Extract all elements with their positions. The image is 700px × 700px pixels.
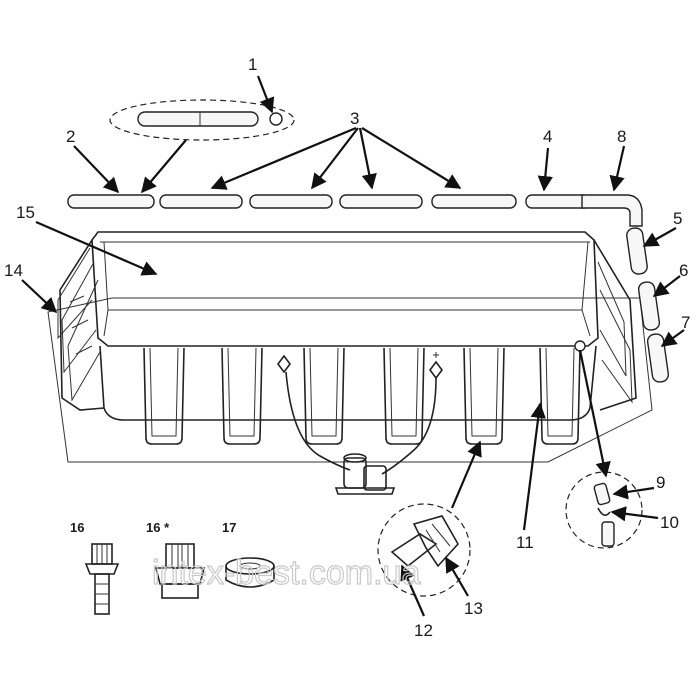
front-u-legs [143, 347, 581, 445]
callout-4: 4 [543, 127, 552, 146]
accessories [84, 543, 275, 615]
callout-13: 13 [464, 599, 483, 618]
callout-15: 15 [16, 203, 35, 222]
hose-inlet [285, 371, 351, 471]
joint-pin-part-9 [593, 482, 611, 506]
callout-9: 9 [656, 473, 665, 492]
leg-foot-detail [377, 503, 471, 597]
label-17: 17 [222, 520, 236, 535]
rail-pipe-3a [159, 194, 243, 209]
callout-arrows [21, 75, 685, 617]
rail-pipe-3d [431, 194, 517, 209]
assembled-pool [57, 231, 637, 495]
filter-pump [334, 453, 396, 495]
leg-part-5 [626, 227, 648, 275]
callout-labels: 1 2 3 4 8 5 6 7 15 14 9 10 11 12 13 [4, 55, 690, 640]
pool-liner-right [593, 239, 637, 411]
pool-liner-front [99, 345, 597, 421]
label-16-alt: 16 * [146, 520, 170, 535]
pool-top-rim [91, 231, 599, 347]
leg-foot-part-12 [390, 533, 438, 568]
callout-8: 8 [617, 127, 626, 146]
callout-3: 3 [350, 109, 359, 128]
joint-detail-circle [565, 471, 643, 549]
callout-5: 5 [673, 209, 682, 228]
detail-pipe [137, 111, 259, 127]
hose-outlet [381, 377, 437, 475]
label-16: 16 [70, 520, 84, 535]
leg-part-6 [637, 281, 661, 331]
left-frame-legs [57, 247, 101, 402]
callout-6: 6 [679, 261, 688, 280]
corner-joint [574, 340, 586, 352]
rail-pipe-2 [67, 194, 155, 209]
sealing-ring-part-17 [225, 557, 275, 588]
rail-pipe-3c [339, 194, 423, 209]
leg-part-7 [646, 333, 670, 383]
callout-10: 10 [660, 513, 679, 532]
accessory-labels: 16 16 * 17 [70, 520, 236, 535]
callout-2: 2 [66, 127, 75, 146]
right-frame-legs [597, 261, 633, 404]
hose-adapter-part-16 [84, 543, 120, 615]
pool-liner-left [59, 239, 105, 411]
pool-inner-wall [103, 241, 589, 311]
callout-1: 1 [248, 55, 257, 74]
rail-pipe-detail [109, 99, 295, 141]
callout-12: 12 [414, 621, 433, 640]
leg-cap-part-13 [412, 515, 459, 568]
callout-14: 14 [4, 261, 23, 280]
hose-adapter-alt-part-16 [154, 543, 206, 599]
leg-parts [626, 227, 670, 383]
joint-clip-part-10 [597, 507, 611, 516]
top-rail-pipes [67, 194, 643, 227]
detail-ellipse [109, 99, 295, 141]
rail-pipe-4 [525, 194, 591, 209]
rail-pipe-3b [249, 194, 333, 209]
ground-cloth [47, 297, 653, 463]
clip-part-1 [269, 112, 283, 126]
callout-7: 7 [681, 313, 690, 332]
corner-pipe-8 [581, 194, 643, 227]
watermark: intex-best.com.ua [152, 554, 420, 592]
callout-11: 11 [516, 533, 534, 552]
